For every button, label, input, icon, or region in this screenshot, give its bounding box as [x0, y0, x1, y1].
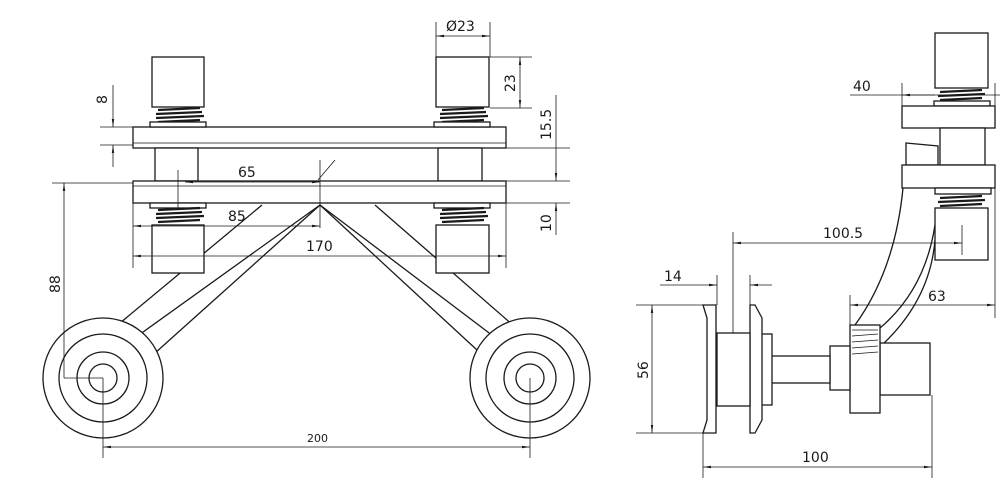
dim-plate-thickness: 8 — [95, 95, 111, 104]
dim-cap-height: 23 — [503, 74, 519, 92]
dim-170: 170 — [306, 239, 333, 255]
dimension-labels: Ø23 23 8 15.5 65 85 170 10 88 200 — [48, 19, 555, 445]
dimension-lines — [52, 22, 570, 458]
rod — [769, 355, 831, 384]
lower-plate — [901, 164, 996, 189]
glass-disc — [702, 304, 717, 434]
dim-14: 14 — [664, 269, 682, 285]
side-dimension-labels: 40 100.5 14 63 56 100 — [636, 79, 946, 466]
clamp-plates — [132, 126, 507, 204]
dim-40: 40 — [853, 79, 871, 95]
dim-85: 85 — [228, 209, 246, 225]
front-view: Ø23 23 8 15.5 65 85 170 10 88 200 — [42, 19, 591, 458]
dim-56: 56 — [636, 361, 652, 379]
dim-100: 100 — [802, 450, 829, 466]
curved-arm — [854, 187, 936, 346]
outer-flange — [749, 304, 763, 434]
hub-cylinder — [879, 342, 931, 396]
dim-88: 88 — [48, 275, 64, 293]
side-dimension-lines — [636, 83, 1000, 478]
bottom-caps — [149, 202, 491, 274]
bottom-cap — [934, 207, 989, 261]
upper-plate — [901, 105, 996, 129]
dim-diameter-23: Ø23 — [446, 19, 475, 35]
top-caps — [149, 56, 491, 128]
dim-100-5: 100.5 — [823, 226, 863, 242]
dim-63: 63 — [928, 289, 946, 305]
gear-block — [849, 324, 881, 414]
side-view: 40 100.5 14 63 56 100 — [636, 32, 1000, 478]
dim-plate-gap: 15.5 — [539, 109, 555, 140]
dim-lower-gap: 10 — [539, 214, 555, 232]
top-cap — [934, 32, 989, 89]
dim-200: 200 — [307, 432, 328, 445]
dim-65: 65 — [238, 165, 256, 181]
